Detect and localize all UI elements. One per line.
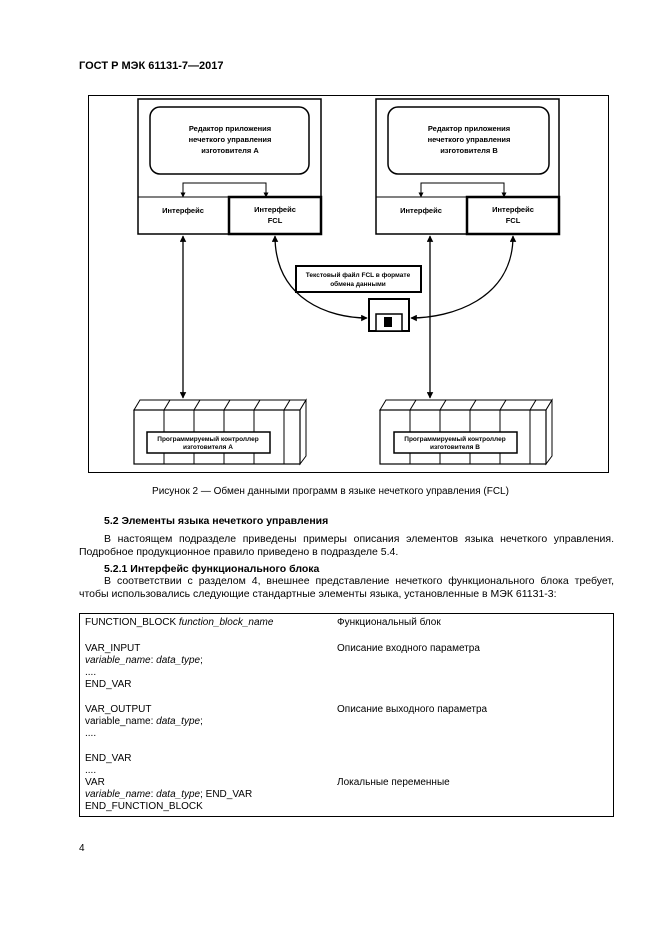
fcl-file-line2: обмена данными xyxy=(330,280,386,288)
controller-a-line2: изготовителя А xyxy=(183,444,233,451)
editor-a-line1: Редактор приложения xyxy=(189,124,271,133)
subsection-title: 5.2.1 Интерфейс функционального блока xyxy=(104,563,320,575)
editor-b-line2: нечеткого управления xyxy=(428,135,511,144)
controller-b-line2: изготовителя В xyxy=(430,444,480,451)
figure-caption: Рисунок 2 — Обмен данными программ в язы… xyxy=(152,486,509,497)
editor-a-box xyxy=(149,106,310,175)
system-b: Редактор приложения нечеткого управления… xyxy=(375,98,561,236)
editor-a-line3: изготовителя А xyxy=(201,146,259,155)
var-output-decl: variable_name: data_type; xyxy=(85,716,203,727)
dots-2: .... xyxy=(85,728,97,739)
var-output-desc: Описание выходного параметра xyxy=(337,704,488,715)
fcl-interface-a xyxy=(227,195,323,236)
paragraph-2: В соответствии с разделом 4, внешнее пре… xyxy=(79,575,614,601)
fcl-file-box xyxy=(295,265,422,293)
fcl-interface-b xyxy=(465,195,561,236)
dots-3: .... xyxy=(85,765,97,776)
controller-a-line1: Программируемый контроллер xyxy=(157,435,258,443)
end-fb: END_FUNCTION_BLOCK xyxy=(85,801,203,812)
end-var-1: END_VAR xyxy=(85,679,132,690)
floppy-disk-icon xyxy=(368,298,410,332)
fcl-file-line1: Текстовый файл FCL в формате xyxy=(306,271,411,279)
document-header: ГОСТ Р МЭК 61131-7—2017 xyxy=(79,60,224,72)
fcl-interface-a-line1: Интерфейс xyxy=(254,205,296,214)
paragraph-1: В настоящем подразделе приведены примеры… xyxy=(79,533,614,559)
controller-b-line1: Программируемый контроллер xyxy=(404,435,505,443)
interface-a-label: Интерфейс xyxy=(162,206,204,215)
var-decl: variable_name: data_type; END_VAR xyxy=(85,789,253,800)
system-a: Редактор приложения нечеткого управления… xyxy=(137,98,323,236)
fcl-interface-b-line2: FCL xyxy=(506,216,521,225)
var-input-line: VAR_INPUT xyxy=(85,643,141,654)
var-input-decl: variable_name: data_type; xyxy=(85,655,203,666)
interface-b-label: Интерфейс xyxy=(400,206,442,215)
var-output-line: VAR_OUTPUT xyxy=(85,704,152,715)
var-line: VAR xyxy=(85,777,105,788)
section-title: 5.2 Элементы языка нечеткого управления xyxy=(104,515,329,527)
editor-b-line1: Редактор приложения xyxy=(428,124,510,133)
paragraph-1-text: В настоящем подразделе приведены примеры… xyxy=(79,533,614,558)
fb-interface-table: FUNCTION_BLOCK function_block_name Функц… xyxy=(79,613,614,817)
fb-line: FUNCTION_BLOCK function_block_name xyxy=(85,617,274,628)
fcl-interface-b-line1: Интерфейс xyxy=(492,205,534,214)
figure-frame xyxy=(88,95,609,473)
var-desc: Локальные переменные xyxy=(337,777,450,788)
editor-b-line3: изготовителя В xyxy=(440,146,498,155)
page-number: 4 xyxy=(79,843,85,854)
controller-b: Программируемый контроллер изготовителя … xyxy=(379,398,553,466)
var-input-desc: Описание входного параметра xyxy=(337,643,480,654)
controller-a: Программируемый контроллер изготовителя … xyxy=(133,398,307,466)
editor-a-line2: нечеткого управления xyxy=(189,135,272,144)
paragraph-2-text: В соответствии с разделом 4, внешнее пре… xyxy=(79,575,614,600)
fb-desc: Функциональный блок xyxy=(337,617,441,628)
dots-1: .... xyxy=(85,667,97,678)
editor-b-box xyxy=(387,106,550,175)
fcl-interface-a-line2: FCL xyxy=(268,216,283,225)
end-var-2: END_VAR xyxy=(85,753,132,764)
